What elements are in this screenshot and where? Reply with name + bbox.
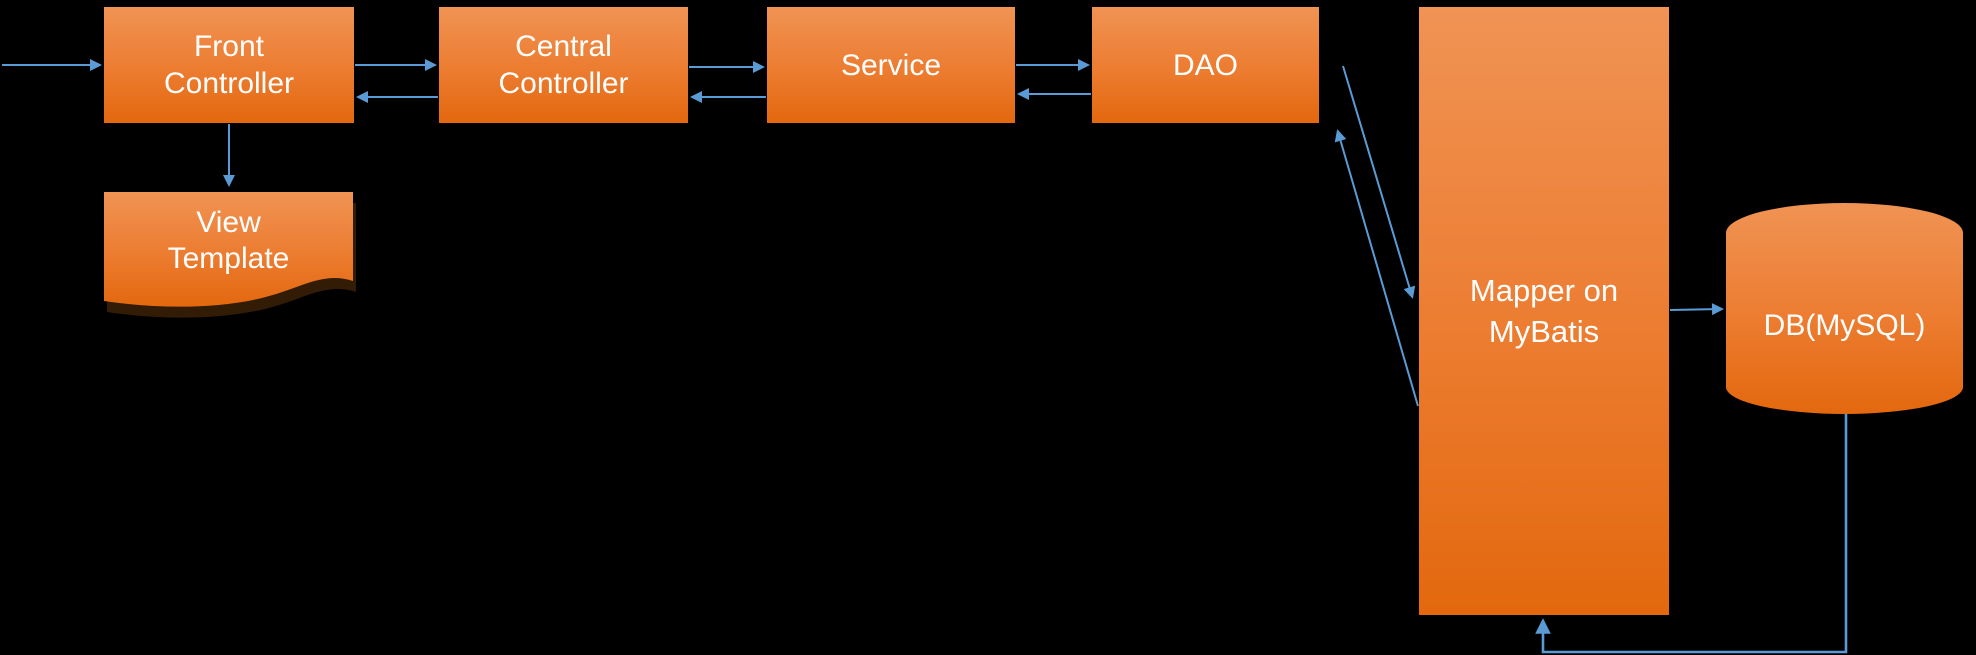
node-view-template: View Template [104, 192, 353, 290]
arrow-db-to-mapper [1535, 414, 1848, 654]
node-mapper-mybatis-label: Mapper on MyBatis [1469, 273, 1619, 349]
node-view-template-label: View Template [167, 206, 290, 275]
db-cylinder-shape [1726, 203, 1963, 414]
node-service-label: Service [840, 48, 942, 82]
node-mapper-mybatis: Mapper on MyBatis [1419, 7, 1669, 615]
node-dao: DAO [1092, 7, 1319, 123]
view-template-shape [104, 192, 353, 307]
node-front-controller-label: Front Controller [163, 30, 295, 100]
node-service: Service [767, 7, 1015, 123]
node-db-mysql: DB(MySQL) [1726, 202, 1963, 413]
node-dao-label: DAO [1172, 48, 1238, 82]
node-db-mysql-label: DB(MySQL) [1763, 308, 1926, 342]
node-front-controller: Front Controller [104, 7, 354, 123]
node-central-controller-label: Central Controller [498, 30, 629, 100]
arrow-mapper-to-db [1669, 303, 1724, 316]
arrow-dao-to-mapper [1342, 65, 1416, 299]
node-central-controller: Central Controller [439, 7, 688, 123]
arrow-mapper-to-dao [1334, 129, 1419, 407]
